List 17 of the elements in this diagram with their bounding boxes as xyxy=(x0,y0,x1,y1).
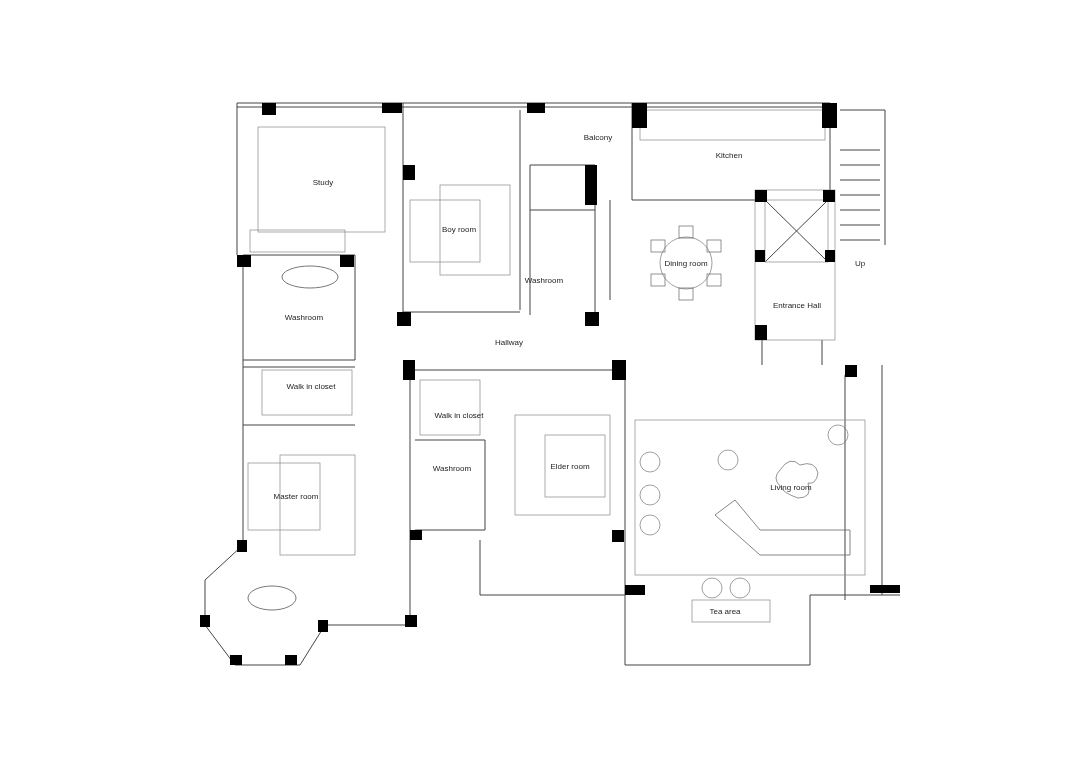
room-label: Walk in closet xyxy=(286,383,336,391)
room-label: Walk in closet xyxy=(434,412,484,420)
room-label: Balcony xyxy=(583,134,613,142)
room-label: Washroom xyxy=(524,277,564,285)
room-label: Hallway xyxy=(495,339,523,347)
room-label: Washroom xyxy=(432,465,472,473)
room-label: Up xyxy=(854,260,866,268)
room-label: Entrance Hall xyxy=(773,302,821,310)
room-label: Dining room xyxy=(664,260,708,268)
room-label: Washroom xyxy=(284,314,324,322)
room-label: Living room xyxy=(770,484,812,492)
room-label: Kitchen xyxy=(715,152,743,160)
room-label: Study xyxy=(312,179,334,187)
room-label: Master room xyxy=(273,493,319,501)
room-label: Boy room xyxy=(441,226,477,234)
room-label: Elder room xyxy=(550,463,590,471)
room-label: Tea area xyxy=(709,608,741,616)
